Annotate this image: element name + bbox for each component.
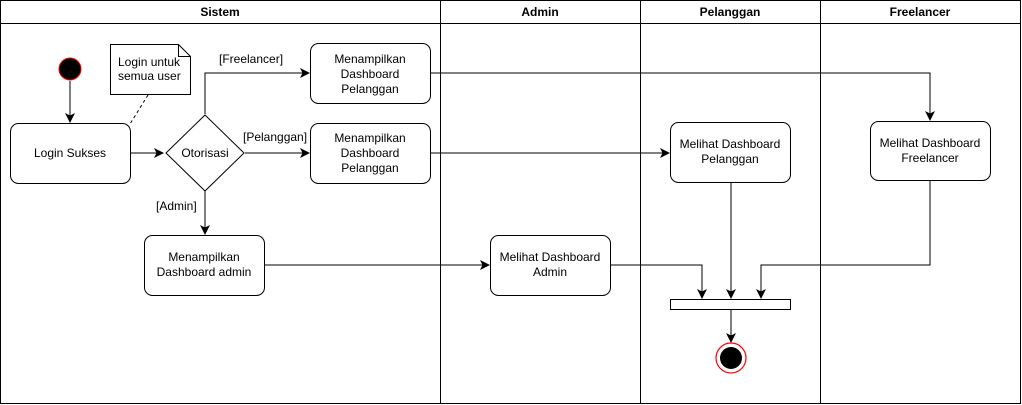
- edge-admin-to-join: [610, 264, 707, 299]
- note-line-2: semua user: [118, 69, 181, 83]
- node-sistem-dashboard-pelanggan-line-1: Menampilkan: [334, 131, 405, 145]
- node-pelanggan-lihat-dashboard-line-1: Melihat Dashboard: [680, 137, 781, 151]
- edge-label-admin: [Admin]: [156, 199, 197, 213]
- decision-otorisasi: Otorisasi: [165, 114, 245, 192]
- node-sistem-dashboard-pelanggan-box: [310, 123, 431, 184]
- node-admin-lihat-dashboard: Melihat Dashboard Admin: [490, 235, 611, 296]
- node-admin-lihat-dashboard-box: [490, 235, 611, 296]
- node-freelancer-lihat-dashboard-box: [870, 121, 991, 181]
- lane-title-admin: Admin: [521, 5, 558, 19]
- node-sistem-dashboard-admin-line-1: Menampilkan: [168, 250, 239, 264]
- node-sistem-dashboard-freelancer-box: [310, 43, 431, 104]
- node-sistem-dashboard-freelancer-line-3: Pelanggan: [341, 82, 398, 96]
- node-sistem-dashboard-admin-line-2: Dashboard admin: [157, 265, 252, 279]
- node-freelancer-lihat-dashboard-line-2: Freelancer: [901, 151, 958, 165]
- node-sistem-dashboard-admin: Menampilkan Dashboard admin: [144, 235, 265, 296]
- node-sistem-dashboard-pelanggan-line-3: Pelanggan: [341, 161, 398, 175]
- edge-label-freelancer: [Freelancer]: [219, 52, 283, 66]
- edge-label-pelanggan: [Pelanggan]: [243, 130, 307, 144]
- lane-title-pelanggan: Pelanggan: [700, 5, 761, 19]
- lane-title-freelancer: Freelancer: [890, 5, 951, 19]
- note-fold: [178, 44, 191, 57]
- node-sistem-dashboard-freelancer: Menampilkan Dashboard Pelanggan: [310, 43, 431, 104]
- edge-to-freelancer-view: [430, 72, 935, 121]
- node-pelanggan-lihat-dashboard-line-2: Pelanggan: [701, 152, 758, 166]
- start-node: [58, 57, 82, 81]
- note-shape: [110, 44, 191, 95]
- decision-otorisasi-label: Otorisasi: [181, 146, 228, 160]
- note-line-1: Login untuk: [118, 55, 181, 69]
- node-sistem-dashboard-admin-box: [144, 235, 265, 296]
- edge-otorisasi-to-freelancer-dashboard: [204, 68, 310, 114]
- lane-title-sistem: Sistem: [200, 5, 239, 19]
- end-node-core: [720, 347, 742, 369]
- node-login-sukses: Login Sukses: [10, 123, 131, 184]
- end-node: [715, 342, 747, 374]
- decision-otorisasi-shape: [165, 114, 245, 192]
- node-freelancer-lihat-dashboard-line-1: Melihat Dashboard: [880, 136, 981, 150]
- node-pelanggan-lihat-dashboard-box: [670, 122, 791, 183]
- node-sistem-dashboard-pelanggan-line-2: Dashboard: [341, 146, 400, 160]
- node-sistem-dashboard-pelanggan: Menampilkan Dashboard Pelanggan: [310, 123, 431, 184]
- node-admin-lihat-dashboard-line-1: Melihat Dashboard: [500, 250, 601, 264]
- node-login-sukses-box: [10, 123, 131, 184]
- node-admin-lihat-dashboard-line-2: Admin: [533, 265, 567, 279]
- node-sistem-dashboard-freelancer-line-2: Dashboard: [341, 67, 400, 81]
- node-freelancer-lihat-dashboard: Melihat Dashboard Freelancer: [870, 121, 991, 181]
- node-login-sukses-label: Login Sukses: [34, 146, 106, 160]
- note-login: Login untuk semua user: [110, 44, 191, 95]
- join-bar: [670, 299, 791, 310]
- edge-freelancer-to-join: [756, 181, 931, 299]
- node-pelanggan-lihat-dashboard: Melihat Dashboard Pelanggan: [670, 122, 791, 183]
- node-sistem-dashboard-freelancer-line-1: Menampilkan: [334, 52, 405, 66]
- edges: [65, 68, 935, 343]
